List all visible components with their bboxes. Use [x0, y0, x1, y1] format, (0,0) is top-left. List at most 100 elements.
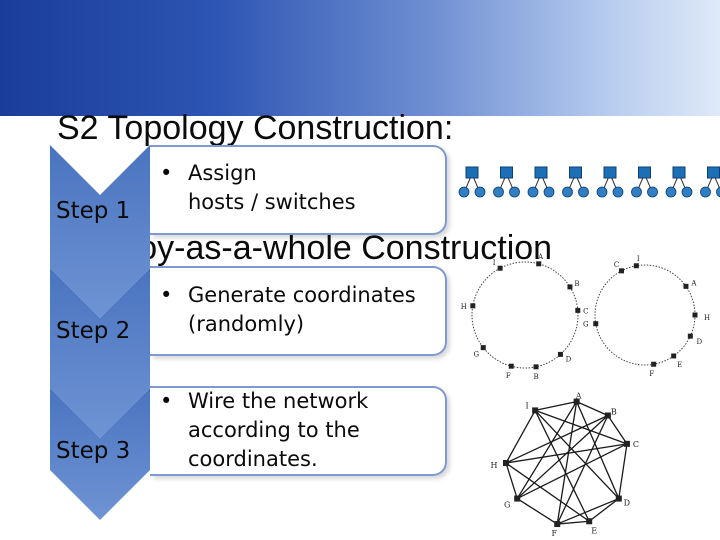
wire [534, 410, 590, 522]
host-node [527, 186, 539, 198]
wire [505, 410, 536, 464]
switch-node [500, 166, 513, 179]
wired-node [623, 440, 630, 447]
switch-node [638, 166, 651, 179]
ring-2-label: I [637, 255, 640, 263]
wired-node [604, 412, 611, 419]
wire [556, 401, 578, 525]
step-2-chevron [50, 268, 150, 438]
host-node [474, 186, 486, 198]
host-node [578, 186, 589, 198]
ring-1-label: C [583, 307, 588, 315]
host-node [543, 186, 555, 198]
ring-2-ring [594, 264, 696, 366]
step-3-text: • Wire the network according to the coor… [160, 389, 440, 471]
ring-2-label: A [690, 279, 697, 287]
ring-1-node [470, 303, 476, 309]
wired-node [586, 518, 593, 525]
ring-1-node [497, 265, 503, 271]
wired-node [554, 521, 561, 528]
ring-2-node [619, 268, 625, 274]
ring-2-node [687, 333, 693, 339]
ring-2-label: H [704, 314, 710, 322]
host-node [493, 186, 504, 198]
title-line-1: S2 Topology Construction: [57, 109, 454, 147]
wire [505, 462, 518, 499]
wire [534, 409, 620, 500]
wired-node [573, 398, 580, 405]
wired-label: B [611, 408, 617, 417]
wired-node [514, 495, 521, 502]
step-3-label: Step 3 [56, 438, 131, 464]
ring-1-node [557, 351, 563, 357]
title-bar [0, 0, 720, 116]
ring-2-node [651, 361, 657, 367]
ring-2-label: F [649, 370, 654, 378]
ring-1-label: B [574, 280, 579, 288]
wired-label: G [504, 501, 510, 510]
ring-2-label: E [677, 361, 682, 369]
ring-2-node [593, 321, 599, 327]
step-2-text: • Generate coordinates (randomly) [160, 283, 445, 343]
ring-2-label: G [583, 321, 589, 329]
wire [516, 415, 609, 500]
step-3-box [150, 386, 447, 476]
host-node [716, 186, 720, 198]
ring-1-label: F [506, 372, 511, 380]
wired-node [615, 495, 622, 502]
ring-1-label: D [566, 355, 572, 363]
host-node [647, 186, 658, 198]
ring-1-node [480, 345, 486, 351]
host-node [681, 186, 693, 198]
wire [516, 443, 628, 500]
step-1-box [150, 145, 447, 235]
wired-node [532, 407, 539, 414]
switch-node [465, 166, 479, 179]
step-3-line-2: according to the [188, 418, 360, 442]
wire [618, 443, 628, 499]
ring-1-node [567, 284, 573, 290]
ring-1-label: B [533, 373, 538, 381]
wire [505, 462, 590, 522]
step-2-line-1: Generate coordinates [188, 283, 416, 307]
step-3-chevron [50, 388, 150, 520]
bullet-marker: • [160, 283, 173, 307]
wired-label: I [526, 401, 529, 410]
wire [535, 400, 577, 412]
step-1-line-1: Assign [188, 161, 257, 185]
ring-1-label: G [473, 351, 479, 359]
switch-node [707, 166, 720, 179]
ring-1-label: H [461, 303, 467, 311]
ring-2-label: D [697, 338, 703, 346]
host-node [665, 186, 677, 198]
step-2-line-2: (randomly) [188, 312, 305, 336]
ring-2-label: C [614, 261, 619, 269]
wire [516, 401, 578, 499]
wired-node [503, 460, 509, 466]
step-1-text: • Assign hosts / switches [160, 161, 440, 221]
step-2-label: Step 2 [56, 318, 131, 344]
ring-2-node [683, 283, 689, 289]
wire [557, 520, 590, 525]
bullet-marker: • [160, 389, 173, 413]
wire [576, 401, 609, 417]
ring-1-node [508, 363, 514, 369]
host-node [596, 186, 608, 198]
ring-2-node [633, 263, 639, 269]
ring-2-node [671, 353, 677, 359]
wired-label: C [633, 440, 639, 449]
wired-label: D [624, 499, 630, 508]
wired-label: H [491, 461, 498, 470]
wire [576, 401, 620, 499]
host-node [612, 186, 624, 198]
switch-node [672, 166, 686, 179]
wire [505, 414, 609, 464]
ring-1-ring [471, 261, 579, 369]
host-node [700, 186, 711, 198]
step-1-label: Step 1 [56, 198, 131, 224]
ring-1-node [533, 364, 539, 370]
wire [607, 415, 628, 445]
wire [534, 409, 628, 445]
